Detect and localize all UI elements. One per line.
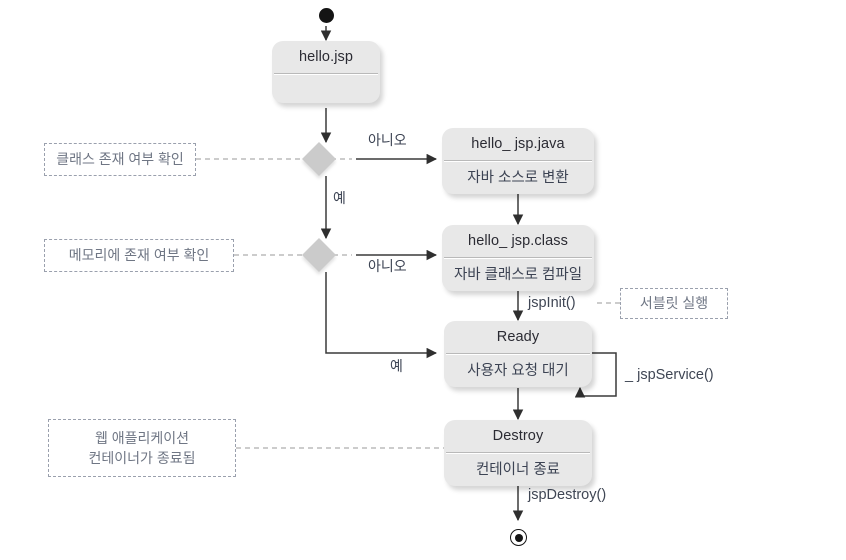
edge-label-class-no: 아니오 <box>368 132 407 148</box>
note-servlet-run: 서블릿 실행 <box>620 288 728 319</box>
edge-label-class-yes: 예 <box>333 190 346 206</box>
note-class-check: 클래스 존재 여부 확인 <box>44 143 196 176</box>
state-ready-title: Ready <box>496 329 540 345</box>
state-destroy-divider <box>446 451 590 454</box>
state-jsp-java[interactable]: hello_ jsp.java 자바 소스로 변환 <box>442 128 594 194</box>
decision-class-exists[interactable] <box>302 142 336 176</box>
state-jsp-class-body: 자바 클래스로 컴파일 <box>453 266 583 283</box>
note-memory-check: 메모리에 존재 여부 확인 <box>44 239 234 272</box>
initial-node <box>319 8 334 23</box>
edge-decision-memory-yes <box>325 272 438 359</box>
state-jsp-class[interactable]: hello_ jsp.class 자바 클래스로 컴파일 <box>442 225 594 291</box>
decision-memory-exists[interactable] <box>302 238 336 272</box>
state-hello-jsp-divider <box>274 72 378 75</box>
edge-label-memory-no: 아니오 <box>368 258 407 274</box>
state-hello-jsp-title: hello.jsp <box>298 49 354 65</box>
edge-label-jsp-service: _ jspService() <box>625 367 714 383</box>
state-ready-body: 사용자 요청 대기 <box>467 362 569 379</box>
state-destroy-title: Destroy <box>492 428 544 444</box>
state-ready[interactable]: Ready 사용자 요청 대기 <box>444 321 592 387</box>
edge-label-jsp-init: jspInit() <box>528 295 576 311</box>
state-jsp-java-divider <box>444 159 592 162</box>
edge-label-jsp-destroy: jspDestroy() <box>528 487 607 503</box>
state-destroy[interactable]: Destroy 컨테이너 종료 <box>444 420 592 486</box>
state-hello-jsp-body <box>272 75 380 103</box>
state-jsp-java-body: 자바 소스로 변환 <box>467 169 569 186</box>
state-hello-jsp[interactable]: hello.jsp <box>272 41 380 103</box>
state-destroy-body: 컨테이너 종료 <box>475 461 561 478</box>
edge-label-memory-yes: 예 <box>390 358 403 374</box>
final-node-core <box>514 533 523 542</box>
state-jsp-class-title: hello_ jsp.class <box>468 233 568 249</box>
note-container-shutdown: 웹 애플리케이션 컨테이너가 종료됨 <box>48 419 236 477</box>
state-jsp-java-title: hello_ jsp.java <box>471 136 565 152</box>
state-ready-divider <box>446 352 590 355</box>
state-jsp-class-divider <box>444 256 592 259</box>
